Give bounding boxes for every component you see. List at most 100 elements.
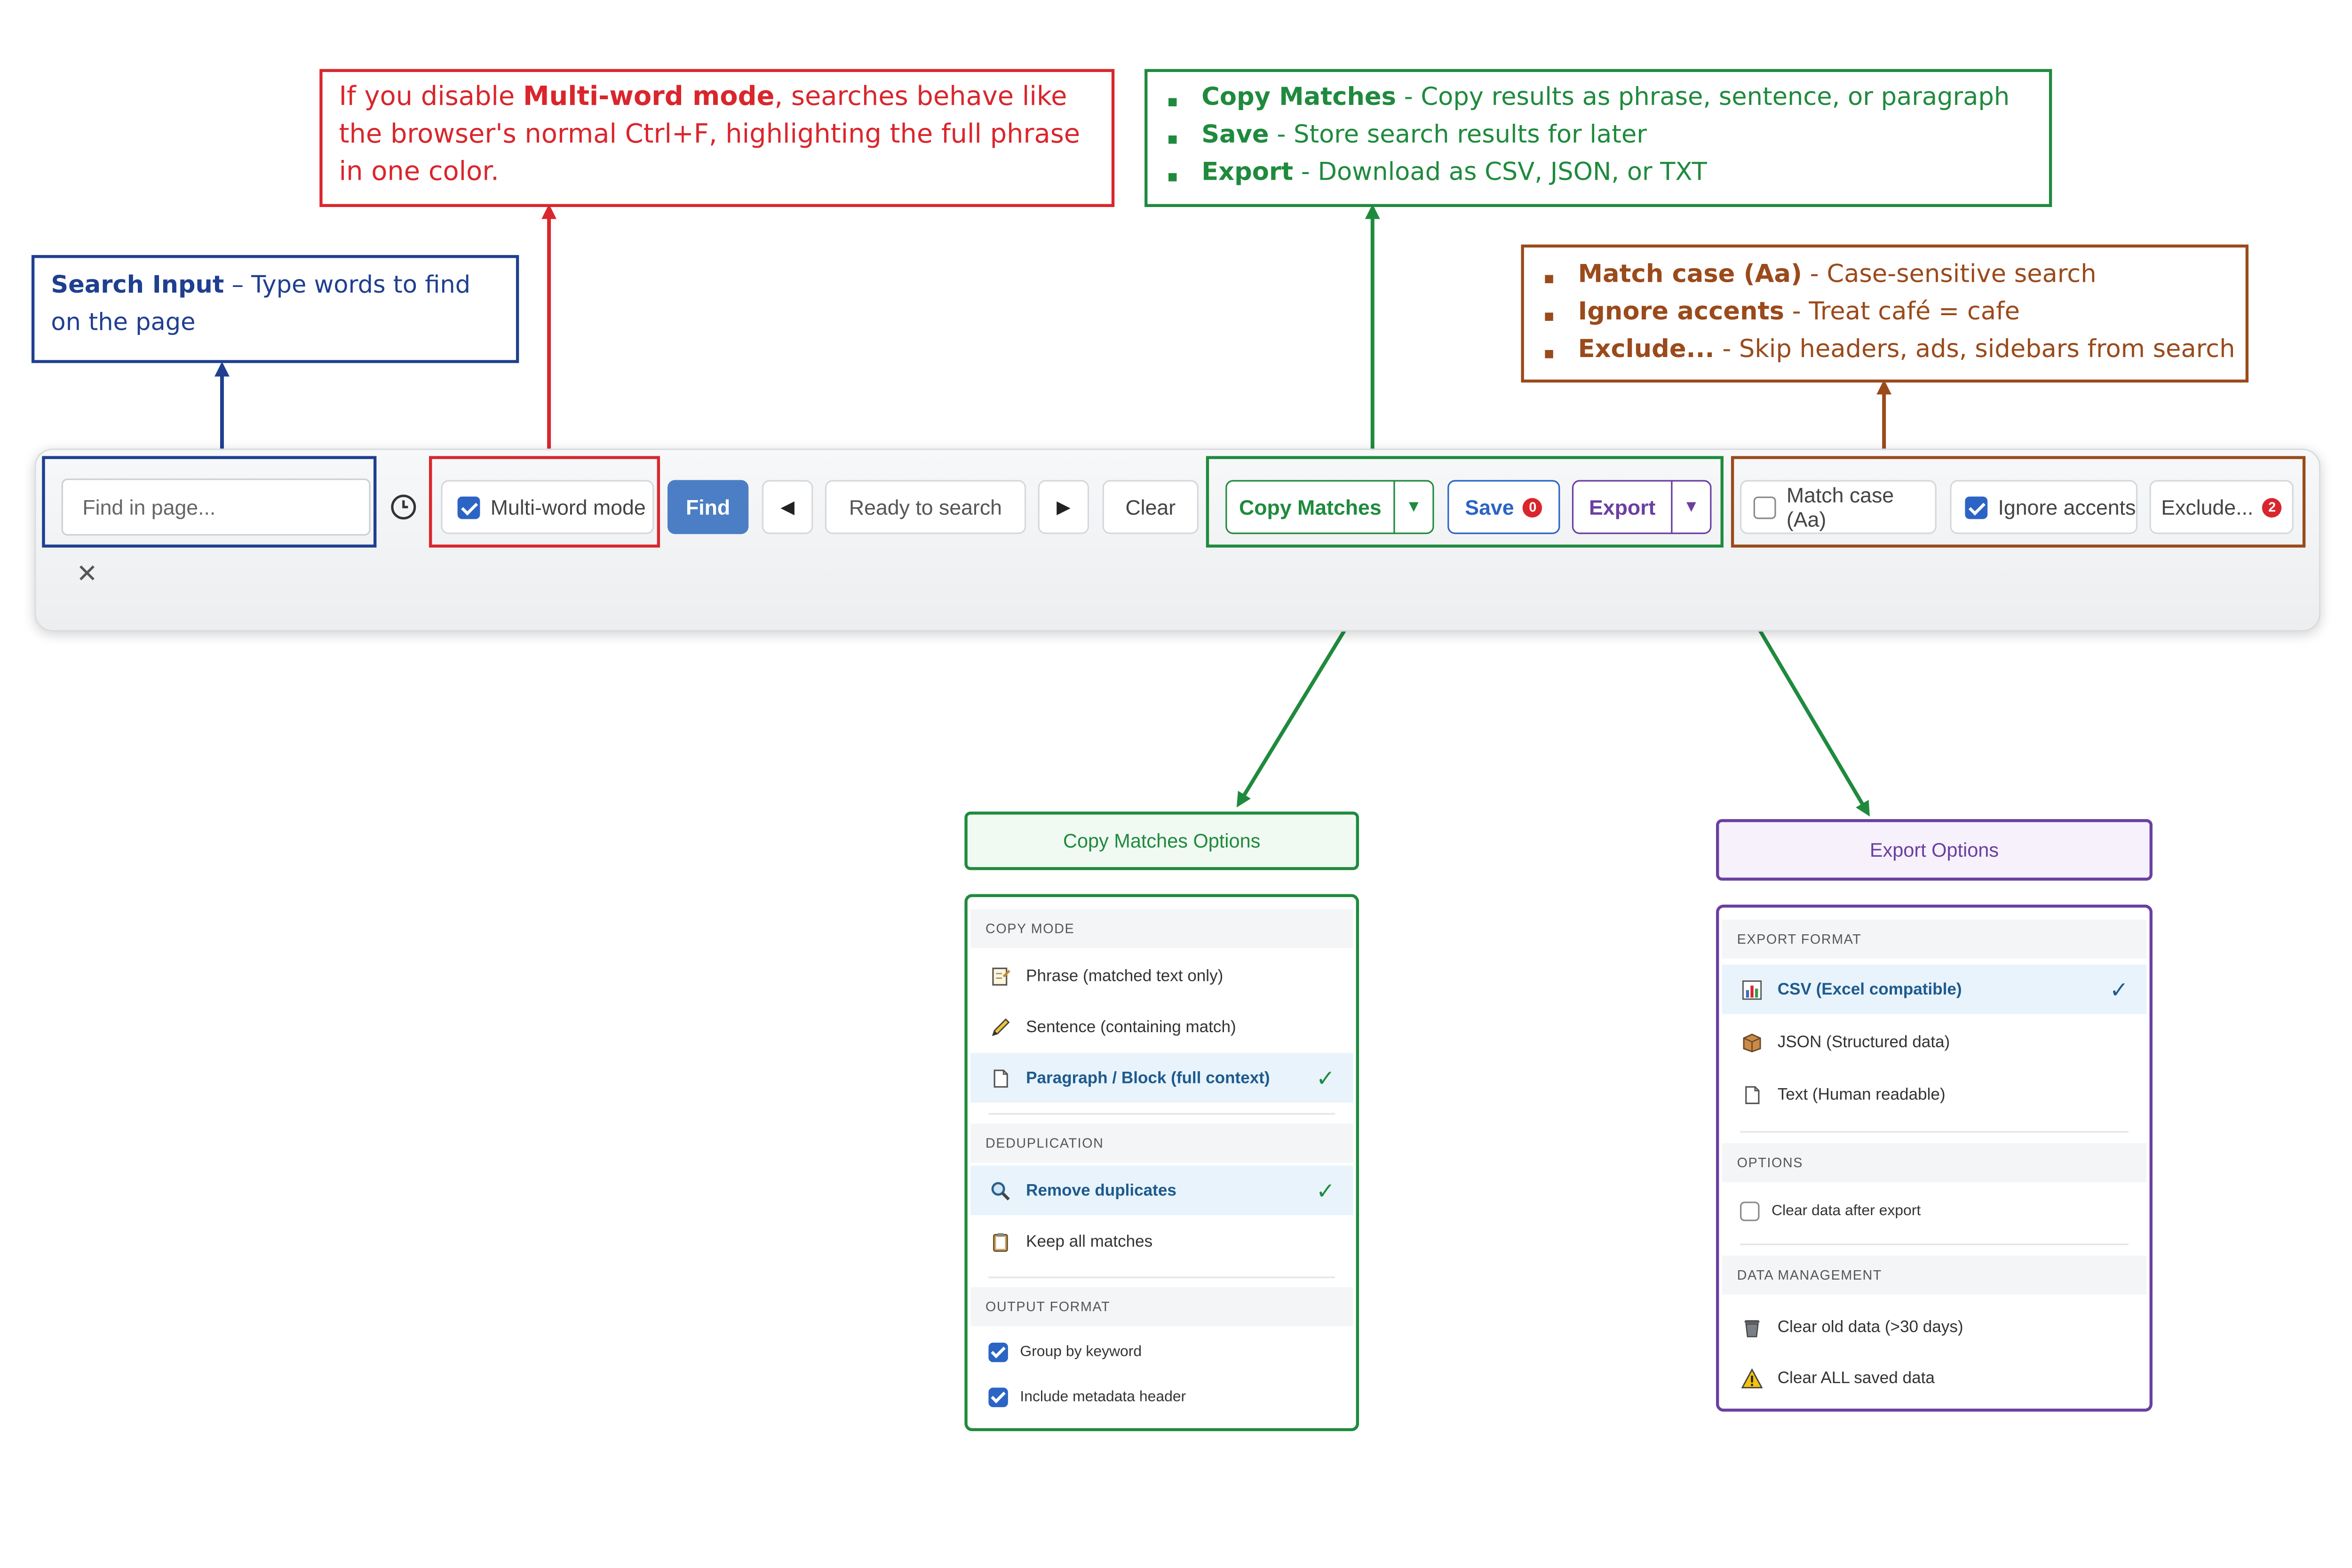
ignore-accents-checkbox[interactable] [1965,495,1988,518]
save-count-badge: 0 [1523,497,1543,517]
previous-match-button[interactable]: ◀ [762,480,813,534]
search-input-highlight [42,456,377,548]
match-case-label: Match case (Aa) [1786,483,1894,531]
exclude-count-badge: 2 [2262,497,2282,517]
checkbox[interactable] [988,1387,1008,1407]
option-label: Phrase (matched text only) [1026,967,1224,985]
magnifier-icon [988,1178,1012,1202]
callout-text-pre: If you disable [339,82,523,113]
copy-matches-button[interactable]: Copy Matches [1225,480,1395,534]
copy-mode-option[interactable]: Paragraph / Block (full context) ✓ [970,1053,1353,1103]
export-dropdown-button[interactable]: ▼ [1671,480,1712,534]
data-management-option[interactable]: Clear ALL saved data [1722,1353,2146,1402]
search-input-callout: Search Input – Type words to find on the… [31,255,519,363]
check-icon: ✓ [1316,1178,1335,1204]
export-format-option[interactable]: Text (Human readable) [1722,1070,2146,1119]
copy-matches-options-panel: COPY MODE Phrase (matched text only) Sente… [964,894,1359,1432]
find-button[interactable]: Find [667,480,749,534]
copy-matches-options-title: Copy Matches Options [964,812,1359,870]
callout-bold: Multi-word mode [523,82,775,113]
callout-bullet: Copy Matches - Copy results as phrase, s… [1167,78,2030,120]
bullet-term: Match case (Aa) [1578,259,1802,288]
panel-title-text: Export Options [1869,838,1999,861]
multiword-checkbox[interactable] [457,495,480,518]
option-label: Include metadata header [1020,1388,1186,1405]
bullet-description: - Treat café = cafe [1784,297,2020,326]
history-button[interactable] [380,482,428,533]
multiword-mode-toggle[interactable]: Multi-word mode [441,480,654,534]
clipboard-icon [988,1229,1012,1253]
save-button[interactable]: Save 0 [1447,480,1560,534]
multiword-label: Multi-word mode [490,495,646,519]
section-header: EXPORT FORMAT [1722,919,2147,959]
bullet-term: Save [1201,120,1269,149]
dedup-option[interactable]: Keep all matches [970,1217,1353,1266]
bullet-description: - Skip headers, ads, sidebars from searc… [1714,334,2235,363]
data-management-option[interactable]: Clear old data (>30 days) [1722,1302,2146,1352]
check-icon: ✓ [2109,977,2129,1003]
triangle-left-icon: ◀ [780,496,795,518]
callout-bullet: Export - Download as CSV, JSON, or TXT [1167,153,2030,195]
pencil-icon [988,1015,1012,1039]
dedup-option[interactable]: Remove duplicates ✓ [970,1165,1353,1215]
clear-after-export-option[interactable]: Clear data after export [1722,1190,2146,1232]
divider [1740,1131,2129,1133]
exclude-label: Exclude... [2161,495,2254,519]
find-label: Find [685,495,731,519]
section-header: OUTPUT FORMAT [970,1287,1353,1326]
bullet-term: Ignore accents [1578,297,1784,326]
section-header: COPY MODE [970,909,1353,948]
output-format-option[interactable]: Include metadata header [970,1376,1353,1417]
option-label: Remove duplicates [1026,1181,1176,1200]
divider [988,1113,1335,1115]
panel-title-text: Copy Matches Options [1063,829,1261,852]
box-icon [1740,1030,1764,1054]
export-button[interactable]: Export [1572,480,1673,534]
callout-bullet: Match case (Aa) - Case-sensitive search [1543,255,2226,297]
bullet-description: - Store search results for later [1269,120,1647,149]
page-icon [1740,1082,1764,1106]
clock-icon [391,494,416,520]
option-label: CSV (Excel compatible) [1777,980,1962,999]
bullet-description: - Copy results as phrase, sentence, or p… [1396,82,2010,111]
callout-list: Match case (Aa) - Case-sensitive searchI… [1543,255,2235,372]
divider [1740,1243,2129,1245]
section-header: DEDUPLICATION [970,1123,1353,1163]
export-format-option[interactable]: CSV (Excel compatible) ✓ [1722,964,2147,1014]
option-label: Clear ALL saved data [1777,1369,1935,1387]
match-case-toggle[interactable]: Match case (Aa) [1740,480,1937,534]
close-icon[interactable]: ✕ [76,559,98,590]
clear-button[interactable]: Clear [1102,480,1199,534]
export-format-option[interactable]: JSON (Structured data) [1722,1017,2146,1067]
ignore-accents-toggle[interactable]: Ignore accents [1950,480,2138,534]
output-format-option[interactable]: Group by keyword [970,1330,1353,1372]
trash-icon [1740,1315,1764,1339]
callout-text-post: , searches behave like the browser's nor… [339,82,1081,188]
checkbox[interactable] [1740,1201,1760,1221]
check-icon: ✓ [1316,1066,1335,1091]
callout-bullet: Ignore accents - Treat café = cafe [1543,293,2226,334]
bar-chart-icon [1740,978,1764,1002]
option-label: Keep all matches [1026,1232,1153,1250]
page-icon [988,1066,1012,1090]
option-label: Paragraph / Block (full context) [1026,1069,1270,1087]
find-toolbar [34,448,2321,632]
copy-mode-option[interactable]: Phrase (matched text only) [970,951,1353,1001]
match-case-checkbox[interactable] [1753,495,1776,518]
callout-bullet: Save - Store search results for later [1167,116,2030,158]
multiword-highlight [429,456,660,548]
divider [988,1276,1335,1278]
bullet-term: Exclude... [1578,334,1715,363]
next-match-button[interactable]: ▶ [1038,480,1089,534]
copy-matches-dropdown-button[interactable]: ▼ [1393,480,1434,534]
callout-text: – Type words to find on the page [51,270,471,336]
option-label: Text (Human readable) [1777,1085,1946,1104]
copy-mode-option[interactable]: Sentence (containing match) [970,1002,1353,1051]
bullet-description: - Case-sensitive search [1802,259,2097,288]
search-input[interactable]: Find in page... [61,478,371,536]
checkbox[interactable] [988,1342,1008,1361]
clear-label: Clear [1125,495,1176,519]
search-status: Ready to search [825,480,1026,534]
option-label: Clear old data (>30 days) [1777,1318,1963,1336]
exclude-button[interactable]: Exclude... 2 [2149,480,2294,534]
